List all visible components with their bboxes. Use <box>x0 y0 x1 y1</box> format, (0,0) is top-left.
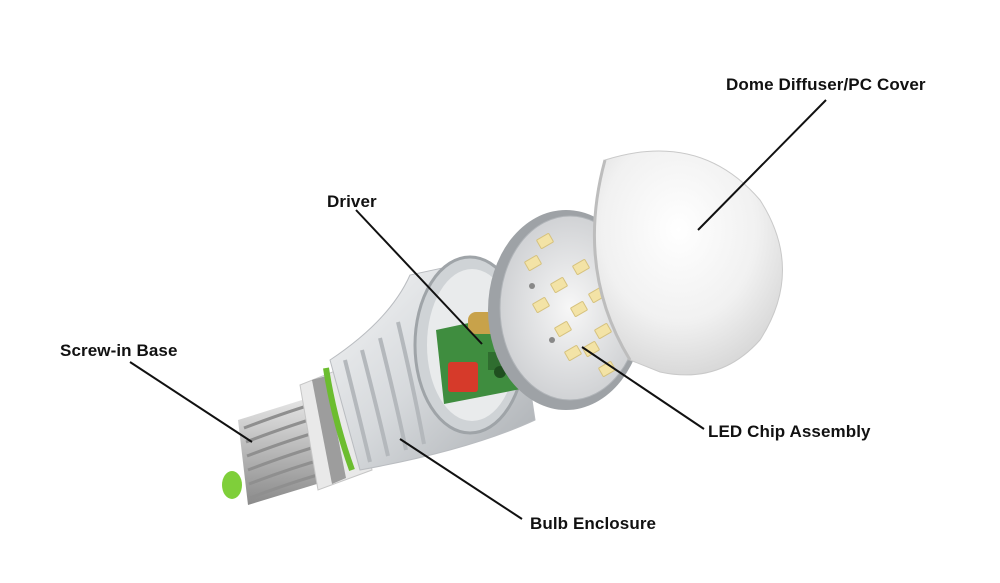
screw-in-base-label: Screw-in Base <box>60 341 178 360</box>
bulb-enclosure-leader-line <box>399 438 523 520</box>
dome-diffuser-part <box>592 150 783 376</box>
driver-leader-line <box>355 209 483 345</box>
screw-base-leader-line <box>129 361 253 443</box>
dome-diffuser-label: Dome Diffuser/PC Cover <box>726 75 926 94</box>
bulb-enclosure-part <box>323 255 536 472</box>
dome-leader-line <box>697 99 827 231</box>
driver-label: Driver <box>327 192 377 211</box>
bulb-enclosure-label: Bulb Enclosure <box>530 514 657 533</box>
led-chip-leader-line <box>581 346 705 430</box>
led-chip-assembly-label: LED Chip Assembly <box>708 422 871 441</box>
led-chip-assembly-part <box>488 210 644 410</box>
